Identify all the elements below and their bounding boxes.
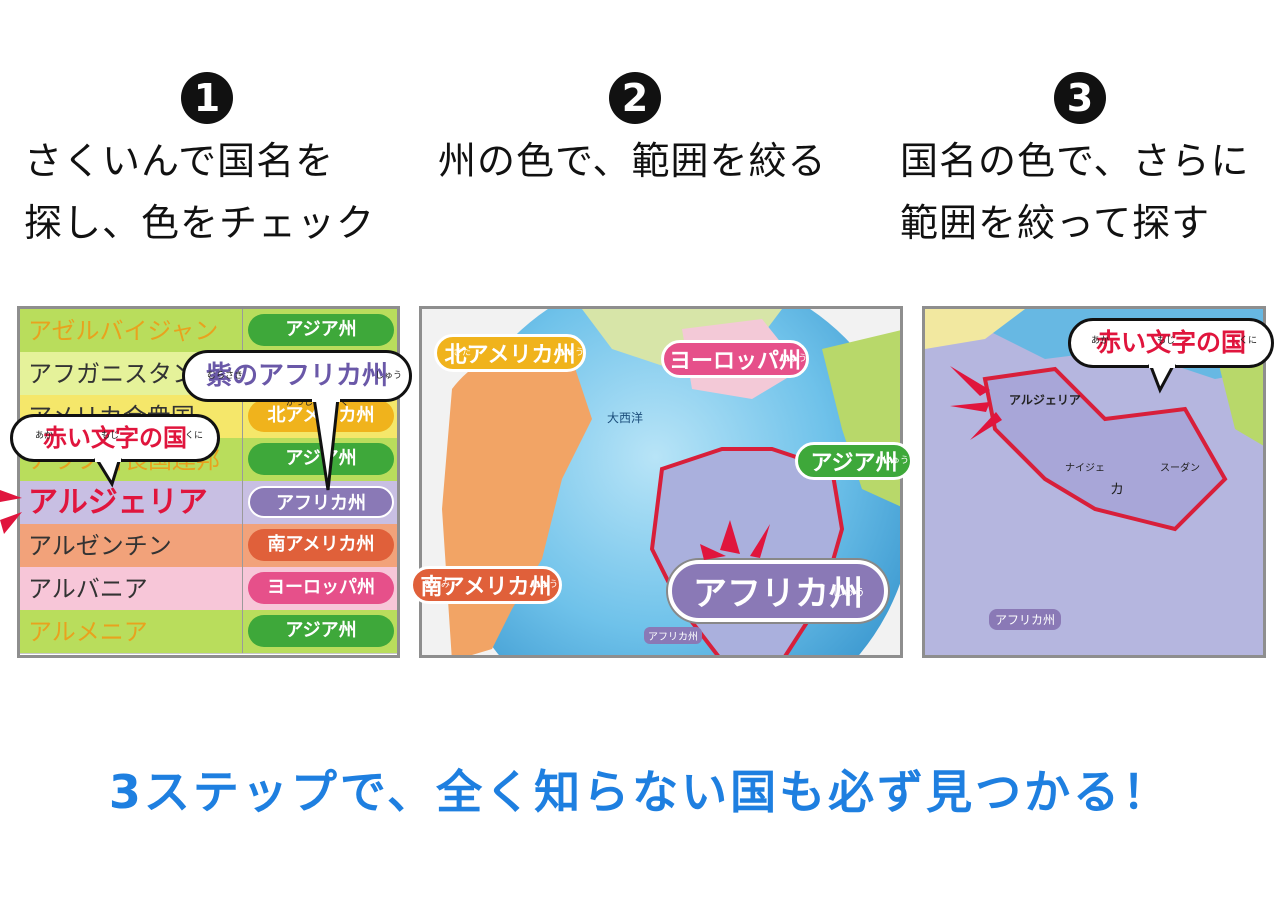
- callout-pointer-icon: [1148, 364, 1176, 394]
- attention-burst-icon: [700, 520, 770, 560]
- table-row: アルゼンチン 南アメリカ州: [20, 524, 397, 568]
- ocean-label: 大西洋: [607, 411, 644, 425]
- asia-label: アジア州 しゅう: [795, 442, 913, 480]
- step-2-number-badge: 2: [609, 72, 661, 124]
- step-3-text-line-2: 範囲を絞って探す: [900, 201, 1211, 245]
- ruby-kita: きた: [453, 348, 472, 358]
- column-divider: [242, 309, 243, 352]
- column-divider: [242, 481, 243, 524]
- small-africa-label: アフリカ州: [644, 627, 702, 644]
- place-label-3: ナイジェ: [1065, 463, 1105, 474]
- purple-callout-text: 紫のアフリカ州: [205, 361, 388, 391]
- zoom-landmasses: [925, 309, 1263, 655]
- red-text-callout-zoom: 赤い文字の国 あか もじ くに: [1068, 318, 1274, 368]
- region-badge: アジア州: [248, 314, 394, 346]
- table-row: アゼルバイジャン アジア州: [20, 309, 397, 353]
- purple-africa-callout: 紫のアフリカ州 むらさき しゅう: [182, 350, 412, 402]
- ruby-murasaki: むらさき: [207, 371, 244, 381]
- column-divider: [242, 567, 243, 610]
- north-america-label-text: 北アメリカ州: [444, 343, 576, 368]
- callout-pointer-icon: [312, 398, 340, 491]
- attention-burst-icon: [950, 366, 1002, 440]
- column-divider: [242, 524, 243, 567]
- europe-zoom-shape: [925, 309, 1025, 349]
- region-badge: ヨーロッパ州: [248, 572, 394, 604]
- step-1-text-line-1: さくいんで国名を: [24, 139, 335, 183]
- south-america-shape: [442, 349, 592, 655]
- ruby-shuu: しゅう: [882, 456, 910, 466]
- red-callout-zoom-text: 赤い文字の国: [1095, 328, 1246, 357]
- column-divider: [242, 610, 243, 653]
- region-badge: アジア州: [248, 615, 394, 647]
- north-america-label: 北アメリカ州 きた しゅう: [434, 334, 586, 372]
- ruby-kuni: くに: [185, 431, 204, 441]
- ruby-aka: あか: [35, 431, 54, 441]
- step-1-number-badge: 1: [181, 72, 233, 124]
- table-row: アルメニア アジア州: [20, 610, 397, 654]
- column-divider: [242, 438, 243, 481]
- algeria-zoom-shape: [982, 366, 1228, 532]
- south-america-label-text: 南アメリカ州: [420, 575, 552, 600]
- country-name: アルメニア: [28, 618, 148, 646]
- small-africa-label-zoom: アフリカ州: [989, 609, 1062, 630]
- step-3-number-badge: 3: [1054, 72, 1106, 124]
- africa-label-large: アフリカ州 しゅう: [668, 560, 888, 622]
- place-label-2: スーダン: [1160, 463, 1200, 474]
- table-row: アルバニア ヨーロッパ州: [20, 567, 397, 611]
- step-3-text-line-1: 国名の色で、さらに: [900, 139, 1250, 183]
- country-name: アルジェリア: [28, 485, 208, 520]
- ruby-shuu: しゅう: [557, 348, 585, 358]
- ruby-kuni: くに: [1239, 336, 1258, 346]
- asia-label-text: アジア州: [810, 451, 898, 476]
- ruby-moji: もじ: [1157, 336, 1176, 346]
- ruby-shuu: しゅう: [531, 580, 559, 590]
- zoom-map-panel: アルジェリア カ スーダン ナイジェ アフリカ州: [922, 306, 1266, 658]
- tagline: 3ステップで、全く知らない国も必ず見つかる！: [108, 765, 1172, 819]
- table-row: アルジェリア アフリカ州: [20, 481, 397, 525]
- place-label-1: カ: [1110, 482, 1124, 498]
- column-divider: [242, 395, 243, 438]
- south-america-label: 南アメリカ州 みなみ しゅう: [410, 566, 562, 604]
- ruby-moji: もじ: [101, 431, 120, 441]
- africa-label-text: アフリカ州: [693, 574, 863, 614]
- attention-burst-icon: [0, 490, 22, 534]
- step-2-text-line-1: 州の色で、範囲を絞る: [438, 139, 827, 183]
- region-badge: アフリカ州: [248, 486, 394, 518]
- red-callout-text: 赤い文字の国: [43, 424, 187, 452]
- callout-pointer-icon: [94, 458, 122, 488]
- ruby-shuu: しゅう: [375, 371, 403, 381]
- ruby-minami: みなみ: [423, 580, 451, 590]
- ruby-shuu: しゅう: [832, 586, 865, 599]
- ruby-shuu: しゅう: [780, 354, 808, 364]
- country-name: アゼルバイジャン: [28, 317, 219, 345]
- step-1-text-line-2: 探し、色をチェック: [24, 201, 376, 245]
- algeria-map-label: アルジェリア: [1009, 393, 1081, 407]
- country-name: アルバニア: [28, 575, 148, 603]
- country-name: アルゼンチン: [28, 532, 172, 560]
- country-name: アフガニスタン: [28, 360, 196, 388]
- red-text-callout: 赤い文字の国 あか もじ くに: [10, 414, 220, 462]
- europe-label: ヨーロッパ州 しゅう: [661, 340, 809, 378]
- ruby-aka: あか: [1091, 336, 1110, 346]
- region-badge: 南アメリカ州: [248, 529, 394, 561]
- europe-label-text: ヨーロッパ州: [668, 349, 801, 374]
